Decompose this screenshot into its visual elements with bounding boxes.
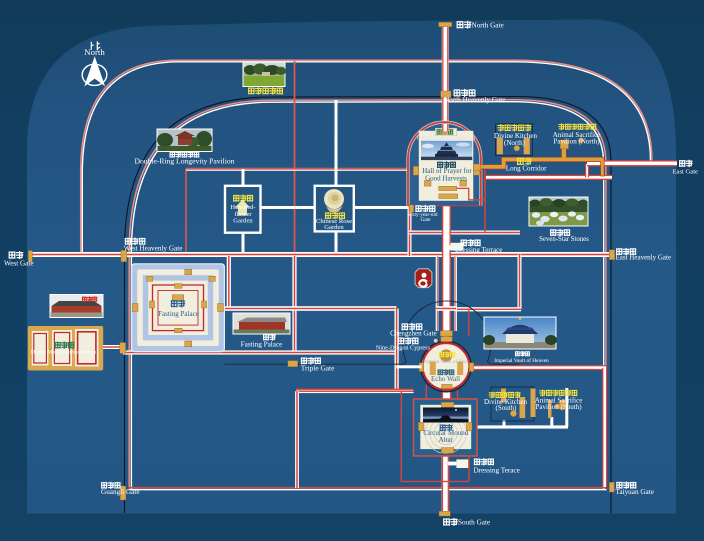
svg-text:East Gate: East Gate [673,168,699,175]
svg-text:Circular Mound: Circular Mound [423,429,468,437]
svg-text:South Gate: South Gate [458,518,490,526]
svg-text:Good Harvests: Good Harvests [425,175,467,183]
svg-text:Long Corridor: Long Corridor [506,165,547,173]
svg-text:Nine-Dragon Cypress: Nine-Dragon Cypress [376,344,431,351]
svg-text:Seven-Star Stones: Seven-Star Stones [539,236,589,243]
svg-text:Divine Music Administration: Divine Music Administration [31,350,97,356]
svg-text:Echo Wall: Echo Wall [431,375,460,383]
svg-text:Imperial Vault of Heav: Imperial Vault of Heav [422,358,470,365]
svg-text:Hundred-: Hundred- [230,204,255,211]
svg-text:Divine Kitchen: Divine Kitchen [494,132,537,140]
svg-text:Chengzhen Gate: Chengzhen Gate [390,330,436,338]
svg-text:West Gate: West Gate [4,260,34,268]
svg-text:Hall of Prayer for: Hall of Prayer for [422,167,472,175]
svg-text:Fasting Palace: Fasting Palace [158,310,199,318]
svg-text:Divine Kitchen: Divine Kitchen [484,398,527,406]
svg-text:North: North [84,47,105,57]
svg-text:Taiyuan Gate: Taiyuan Gate [616,488,654,496]
svg-text:Double-Ring Longevity Pavilion: Double-Ring Longevity Pavilion [135,157,235,166]
svg-text:Gate: Gate [421,217,431,223]
svg-text:Fasting Palace: Fasting Palace [241,340,283,348]
svg-text:(South): (South) [496,404,518,412]
svg-text:Imperial Vault of Heaven: Imperial Vault of Heaven [494,357,549,364]
svg-text:Triple Gate: Triple Gate [301,364,335,373]
svg-text:Imperial Hall of Heaven: Imperial Hall of Heaven [417,134,475,141]
svg-text:Chinese Rose: Chinese Rose [316,218,352,225]
svg-text:East Heavenly Gate: East Heavenly Gate [616,253,672,261]
svg-text:Pavilion (South): Pavilion (South) [535,403,582,411]
svg-text:Animal Sacrifice: Animal Sacrifice [535,397,583,405]
svg-text:Sixty-year-old: Sixty-year-old [408,212,438,218]
svg-text:North Gate: North Gate [472,21,504,29]
svg-text:Pavilion (North): Pavilion (North) [553,138,600,146]
svg-text:Garden: Garden [233,217,253,224]
svg-text:Animal Sacrifice: Animal Sacrifice [553,131,601,139]
svg-text:flower: flower [234,211,252,218]
svg-text:Guangli Gate: Guangli Gate [101,488,140,496]
svg-text:Dressing Terrace: Dressing Terrace [455,246,502,254]
svg-text:North Heavenly Gate: North Heavenly Gate [444,96,505,104]
svg-text:West Heavenly Gate: West Heavenly Gate [124,244,183,252]
svg-text:Garden: Garden [324,224,344,231]
svg-text:(North): (North) [504,139,526,147]
svg-text:Dressing Terace: Dressing Terace [474,466,520,474]
svg-text:Altar: Altar [439,436,454,444]
